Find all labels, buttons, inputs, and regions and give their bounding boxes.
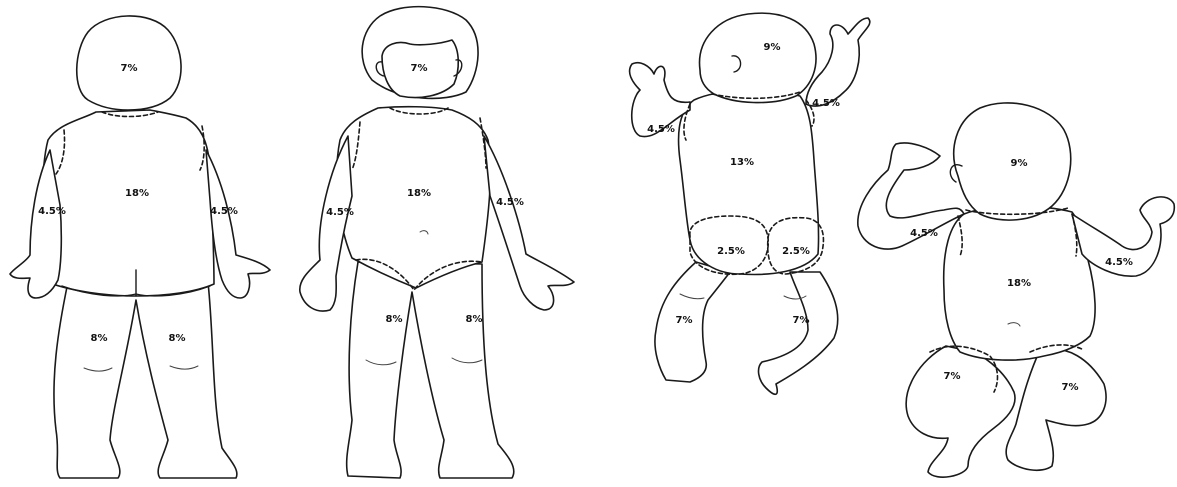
child-front-trunk-pct: 18% bbox=[407, 188, 431, 199]
child-back-figure: 7% 18% 4.5% 4.5% 8% 8% bbox=[10, 16, 270, 478]
child-front-left-arm bbox=[300, 136, 352, 311]
child-front-left-arm-pct: 4.5% bbox=[326, 207, 354, 218]
child-front-legs bbox=[347, 262, 514, 478]
infant-front-left-leg-pct: 7% bbox=[944, 371, 961, 382]
infant-back-right-leg bbox=[759, 272, 838, 394]
infant-front-figure: 9% 18% 4.5% 4.5% 7% 7% bbox=[858, 103, 1174, 477]
child-back-right-arm-pct: 4.5% bbox=[210, 206, 238, 217]
child-front-right-leg-pct: 8% bbox=[466, 314, 483, 325]
infant-front-right-arm-pct: 4.5% bbox=[1105, 257, 1133, 268]
child-back-left-leg-pct: 8% bbox=[91, 333, 108, 344]
infant-front-trunk-pct: 18% bbox=[1007, 278, 1031, 289]
infant-front-right-leg-pct: 7% bbox=[1062, 382, 1079, 393]
child-front-right-arm bbox=[484, 136, 574, 310]
infant-back-left-buttock-pct: 2.5% bbox=[717, 246, 745, 257]
child-back-legs bbox=[54, 282, 237, 478]
infant-front-head-pct: 9% bbox=[1011, 158, 1028, 169]
child-back-left-arm bbox=[10, 150, 61, 298]
infant-back-right-leg-pct: 7% bbox=[793, 315, 810, 326]
infant-front-right-leg bbox=[1006, 349, 1106, 471]
infant-back-trunk-pct: 13% bbox=[730, 157, 754, 168]
child-back-head-pct: 7% bbox=[121, 63, 138, 74]
infant-back-figure: 9% 13% 4.5% 4.5% 2.5% 2.5% 7% 7% bbox=[630, 13, 870, 394]
infant-back-head-pct: 9% bbox=[764, 42, 781, 53]
infant-front-left-leg bbox=[906, 346, 1015, 477]
infant-back-right-arm-pct: 4.5% bbox=[812, 98, 840, 109]
child-back-right-arm bbox=[206, 150, 270, 298]
infant-back-right-buttock-pct: 2.5% bbox=[782, 246, 810, 257]
infant-back-left-leg-pct: 7% bbox=[676, 315, 693, 326]
child-back-left-arm-pct: 4.5% bbox=[38, 206, 66, 217]
child-front-head-pct: 7% bbox=[411, 63, 428, 74]
child-back-torso bbox=[42, 110, 214, 296]
infant-front-left-arm-pct: 4.5% bbox=[910, 228, 938, 239]
infant-back-left-arm-pct: 4.5% bbox=[647, 124, 675, 135]
infant-back-head bbox=[700, 13, 816, 102]
child-front-left-leg-pct: 8% bbox=[386, 314, 403, 325]
child-front-right-arm-pct: 4.5% bbox=[496, 197, 524, 208]
child-front-figure: 7% 18% 4.5% 4.5% 8% 8% bbox=[300, 7, 574, 478]
child-back-trunk-pct: 18% bbox=[125, 188, 149, 199]
child-back-right-leg-pct: 8% bbox=[169, 333, 186, 344]
